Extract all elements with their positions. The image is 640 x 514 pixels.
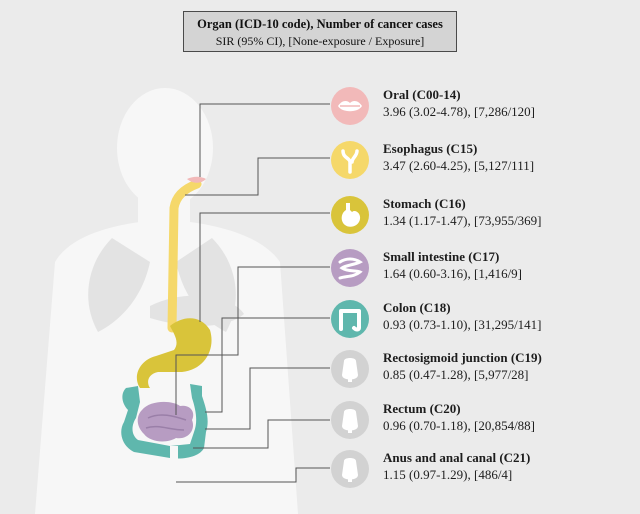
small-intestine-shape [137,401,194,442]
organ-name: Colon (C18) [383,300,451,315]
small-intestine-icon [330,248,370,288]
mouth-shape [187,176,206,183]
colon-icon [330,299,370,339]
anus-icon [330,449,370,489]
organ-stats: 0.85 (0.47-1.28), [5,977/28] [383,367,529,382]
organ-row-rectum: Rectum (C20) 0.96 (0.70-1.18), [20,854/8… [330,400,630,444]
rectum-shape [170,446,178,474]
colon-shape [121,384,208,459]
organ-name: Small intestine (C17) [383,249,500,264]
stomach-icon [330,195,370,235]
esophagus-icon [330,140,370,180]
legend-subtitle: SIR (95% CI), [None-exposure / Exposure] [215,34,425,48]
organ-name: Stomach (C16) [383,196,466,211]
lips-icon [330,86,370,126]
organ-stats: 3.96 (3.02-4.78), [7,286/120] [383,104,536,119]
leader-lines [175,103,330,483]
rectosigmoid-icon [330,349,370,389]
organ-stats: 0.93 (0.73-1.10), [31,295/141] [383,317,542,332]
organ-stats: 1.15 (0.97-1.29), [486/4] [383,467,513,482]
organ-row-small-intestine: Small intestine (C17) 1.64 (0.60-3.16), … [330,248,630,292]
organ-name: Anus and anal canal (C21) [383,450,531,465]
legend-title: Organ (ICD-10 code), Number of cancer ca… [197,17,443,31]
organ-row-stomach: Stomach (C16) 1.34 (1.17-1.47), [73,955/… [330,195,630,239]
organ-row-colon: Colon (C18) 0.93 (0.73-1.10), [31,295/14… [330,299,630,343]
stomach-shape [136,318,212,388]
organ-row-anus: Anus and anal canal (C21) 1.15 (0.97-1.2… [330,449,630,493]
organ-row-oral: Oral (C00-14) 3.96 (3.02-4.78), [7,286/1… [330,86,630,130]
organ-name: Esophagus (C15) [383,141,478,156]
organ-row-esophagus: Esophagus (C15) 3.47 (2.60-4.25), [5,127… [330,140,630,184]
organ-name: Rectum (C20) [383,401,461,416]
organ-row-rectosigmoid: Rectosigmoid junction (C19) 0.85 (0.47-1… [330,349,630,393]
organ-stats: 0.96 (0.70-1.18), [20,854/88] [383,418,536,433]
legend-box: Organ (ICD-10 code), Number of cancer ca… [183,11,457,52]
rectum-icon [330,400,370,440]
organ-name: Rectosigmoid junction (C19) [383,350,542,365]
organ-stats: 3.47 (2.60-4.25), [5,127/111] [383,158,535,173]
esophagus-shape [167,179,202,333]
organ-stats: 1.34 (1.17-1.47), [73,955/369] [383,213,542,228]
organ-stats: 1.64 (0.60-3.16), [1,416/9] [383,266,523,281]
organ-name: Oral (C00-14) [383,87,461,102]
